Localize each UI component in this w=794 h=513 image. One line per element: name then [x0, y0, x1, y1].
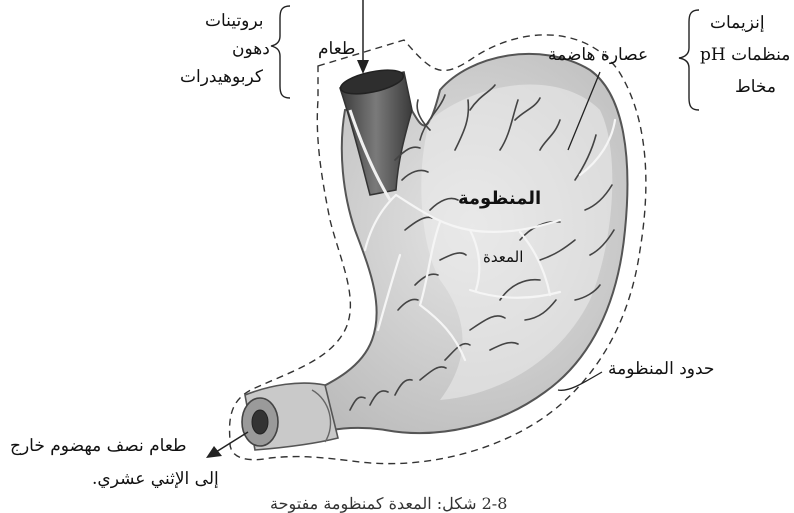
pylorus-outlet — [242, 383, 338, 450]
figure-caption: 2-8 شكل: المعدة كمنظومة مفتوحة — [270, 494, 507, 513]
system-label: المنظومة — [458, 188, 541, 210]
food-label: طعام — [318, 38, 355, 60]
juice-label: عصارة هاضمة — [548, 44, 648, 66]
juice-brace — [679, 10, 699, 110]
output-label-line1: طعام نصف مهضوم خارج — [10, 435, 187, 457]
food-item-carbohydrates: كربوهيدرات — [180, 66, 263, 88]
organ-label: المعدة — [483, 246, 523, 268]
food-brace — [271, 6, 290, 98]
food-item-proteins: بروتينات — [205, 10, 264, 32]
juice-item-mucus: مخاط — [735, 76, 776, 98]
boundary-label: حدود المنظومة — [608, 358, 714, 380]
output-arrow — [216, 432, 248, 452]
output-label-line2: إلى الإثني عشري. — [92, 468, 219, 490]
juice-item-ph-regulators: منظمات pH — [700, 44, 790, 66]
food-item-fats: دهون — [232, 38, 270, 60]
juice-item-enzymes: إنزيمات — [710, 12, 765, 34]
